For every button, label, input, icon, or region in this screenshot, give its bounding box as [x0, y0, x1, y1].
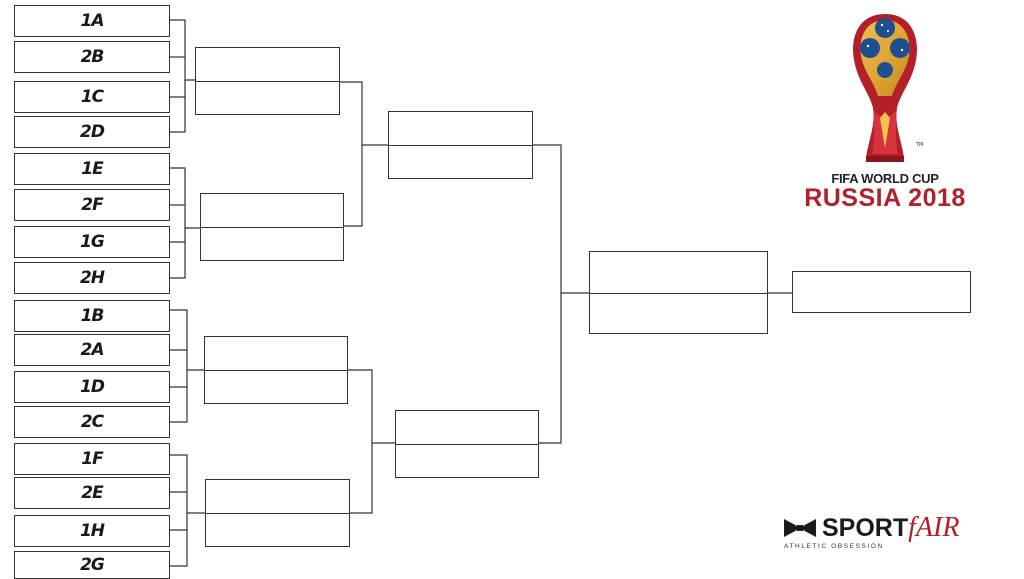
r16-slot-2D: 2D — [14, 116, 170, 148]
r16-slot-1D: 1D — [14, 371, 170, 403]
champion-box[interactable] — [792, 271, 971, 313]
r16-slot-1C: 1C — [14, 81, 170, 113]
logo-title-line1: FIFA WORLD CUP — [831, 171, 939, 186]
r16-slot-1H: 1H — [14, 515, 170, 547]
connector-1H-2G — [170, 513, 188, 531]
connector-1D-2C — [170, 370, 188, 388]
qf-box-4[interactable] — [205, 479, 350, 547]
r16-slot-2G: 2G — [14, 551, 170, 579]
connector-1F-2E — [170, 454, 205, 514]
connector-1C-2D — [170, 80, 186, 98]
r16-slot-2H: 2H — [14, 262, 170, 294]
connector-1E-2F — [170, 167, 200, 229]
qf-box-1[interactable] — [195, 47, 340, 115]
connector-qf1-sf1 — [340, 81, 388, 146]
qf-box-3[interactable] — [204, 336, 348, 404]
logo-tm-mark: TM — [916, 142, 924, 148]
brand-accent: fAIR — [908, 512, 960, 543]
connector-1A-2B — [170, 19, 195, 81]
r16-slot-2B: 2B — [14, 41, 170, 73]
qf-box-2[interactable] — [200, 193, 344, 261]
r16-slot-1E: 1E — [14, 153, 170, 185]
world-cup-trophy-logo — [853, 14, 917, 162]
r16-slot-1F: 1F — [14, 443, 170, 475]
brand-main: SPORT — [822, 514, 909, 542]
r16-slot-2F: 2F — [14, 189, 170, 221]
r16-slot-1B: 1B — [14, 300, 170, 332]
final-box[interactable] — [589, 251, 768, 334]
connector-1B-2A — [170, 309, 204, 371]
r16-slot-2E: 2E — [14, 477, 170, 509]
connector-qf3-sf2 — [348, 369, 395, 444]
brand-tagline: ATHLETIC OBSESSION — [784, 543, 884, 550]
connector-1G-2H — [170, 228, 186, 243]
connector-sf1-final — [533, 144, 589, 294]
sf-box-2[interactable] — [395, 410, 539, 478]
r16-slot-2A: 2A — [14, 334, 170, 366]
r16-slot-1A: 1A — [14, 5, 170, 37]
sportfair-brand: SPORTfAIR — [822, 512, 959, 544]
bowtie-icon — [784, 519, 816, 537]
r16-slot-1G: 1G — [14, 226, 170, 258]
sf-box-1[interactable] — [388, 111, 533, 179]
logo-title-line2: RUSSIA 2018 — [804, 184, 966, 212]
r16-slot-2C: 2C — [14, 406, 170, 438]
